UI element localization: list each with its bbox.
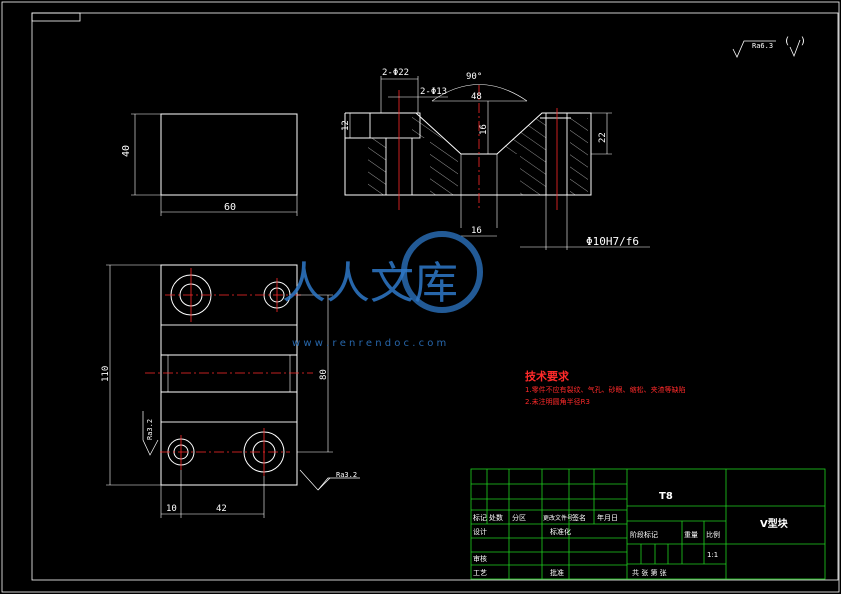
label-weight: 重量 [684,531,698,539]
part-name-label: V型块 [760,517,789,530]
dim-12: 12 [341,120,351,131]
label-mark: 标记 [473,513,487,522]
dim-80: 80 [319,369,329,380]
dim-48: 48 [471,92,482,102]
title-block-text: T8 V型块 1:1 标记 处数 分区 更改文件号 签名 年月日 设计 标准化 … [473,491,789,577]
label-doc-no: 更改文件号 [543,514,573,522]
label-review: 审核 [473,554,487,563]
dim-2-phi13: 2-Φ13 [420,87,447,97]
label-sign: 签名 [572,513,586,522]
label-standard: 标准化 [550,527,571,536]
front-view: 40 60 [121,113,298,216]
roughness-symbol-general: Ra6.3 ( ) [732,36,806,58]
top-view: 110 80 10 42 Ra3.2 Ra3.2 [101,264,360,518]
label-process: 工艺 [473,569,487,577]
roughness-bottom-label: Ra3.2 [336,471,357,479]
watermark-url: w w w . r e n r e n d o c . c o m [292,338,446,349]
tech-req-line1: 1.零件不应有裂纹、气孔、砂眼、缩松、夹渣等缺陷 [525,385,686,394]
dim-10: 10 [166,504,177,514]
dim-width-60: 60 [224,202,236,213]
dim-22: 22 [598,132,608,143]
dim-16-bottom: 16 [471,226,482,236]
scale-value: 1:1 [707,551,718,559]
dim-110: 110 [101,366,111,382]
dim-42: 42 [216,504,227,514]
label-approve: 批准 [550,568,564,577]
dim-angle-90: 90° [466,72,482,82]
label-design: 设计 [473,527,487,536]
label-stage-mark: 阶段标记 [630,530,658,539]
roughness-left-label: Ra3.2 [146,419,154,440]
section-view: 2-Φ22 2-Φ13 90° 48 12 16 22 16 Φ10H7/f6 [341,68,650,250]
label-count: 处数 [489,513,503,522]
watermark-text: 人人文库 [282,258,458,309]
tech-req-line2: 2.未注明圆角半径R3 [525,397,590,406]
tech-requirements: 技术要求 1.零件不应有裂纹、气孔、砂眼、缩松、夹渣等缺陷 2.未注明圆角半径R… [525,369,686,406]
dim-height-40: 40 [121,145,132,157]
svg-text:): ) [800,36,806,47]
dim-phi10-fit: Φ10H7/f6 [586,235,639,248]
dim-2-phi22: 2-Φ22 [382,68,409,78]
inner-border [31,12,839,581]
label-ratio: 比例 [706,530,720,539]
label-zone: 分区 [512,513,526,522]
label-date: 年月日 [597,513,618,522]
title-block [470,468,826,580]
corner-box [31,12,81,22]
tech-req-title: 技术要求 [525,369,570,383]
roughness-general-label: Ra6.3 [752,42,773,50]
dim-16-depth: 16 [479,124,489,135]
watermark: 人人文库 w w w . r e n r e n d o c . c o m [282,231,483,349]
svg-text:(: ( [784,36,790,47]
material-label: T8 [659,491,673,502]
label-sheets: 共 张 第 张 [632,568,667,577]
